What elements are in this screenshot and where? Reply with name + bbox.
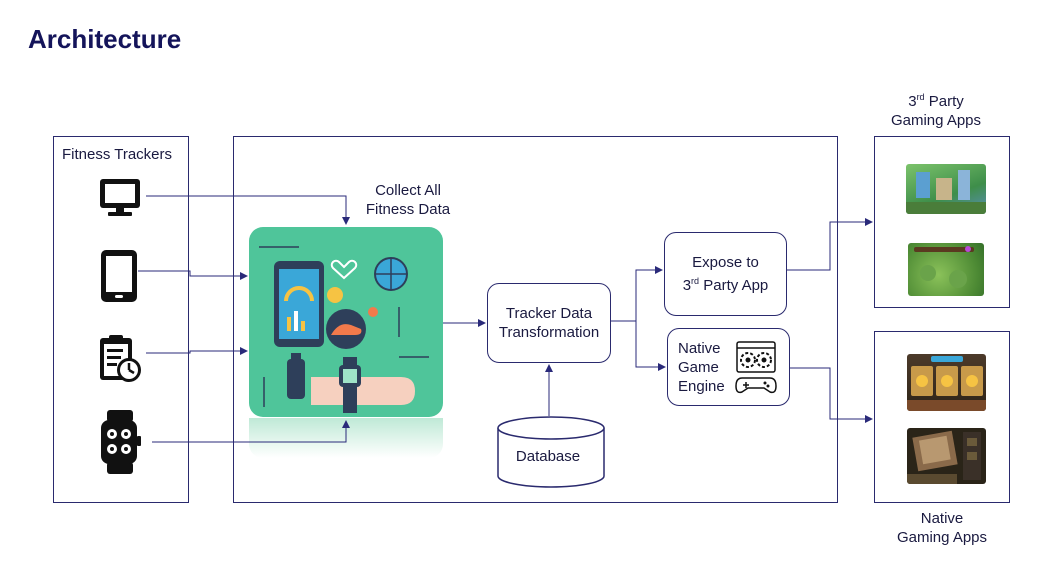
tablet-icon (99, 248, 139, 309)
game-engine-icon (734, 340, 778, 401)
third-party-game-screenshot-2 (908, 243, 984, 296)
native-game-screenshot-1 (907, 354, 986, 411)
monitor-icon (98, 176, 142, 223)
database-cylinder (497, 416, 605, 495)
native-game-screenshot-2 (907, 428, 986, 484)
page-title: Architecture (28, 24, 182, 54)
native-game-engine-box: Native Game Engine (667, 328, 790, 406)
expose-third-party-box: Expose to 3rd Party App (664, 232, 787, 316)
native-apps-label: Native Gaming Apps (896, 510, 988, 546)
fitness-app-illustration (249, 227, 443, 417)
fitness-trackers-label: Fitness Trackers (61, 146, 173, 163)
third-party-apps-label: 3rd Party Gaming Apps (890, 92, 982, 129)
clipboard-clock-icon (98, 333, 144, 390)
third-party-game-screenshot-1 (906, 164, 986, 214)
expose-line2: 3rd Party App (682, 276, 769, 294)
database-label: Database (515, 448, 581, 465)
collect-label: Collect All Fitness Data (365, 182, 451, 218)
tracker-data-transformation-box: Tracker Data Transformation (487, 283, 611, 363)
smartwatch-icon (98, 408, 144, 481)
